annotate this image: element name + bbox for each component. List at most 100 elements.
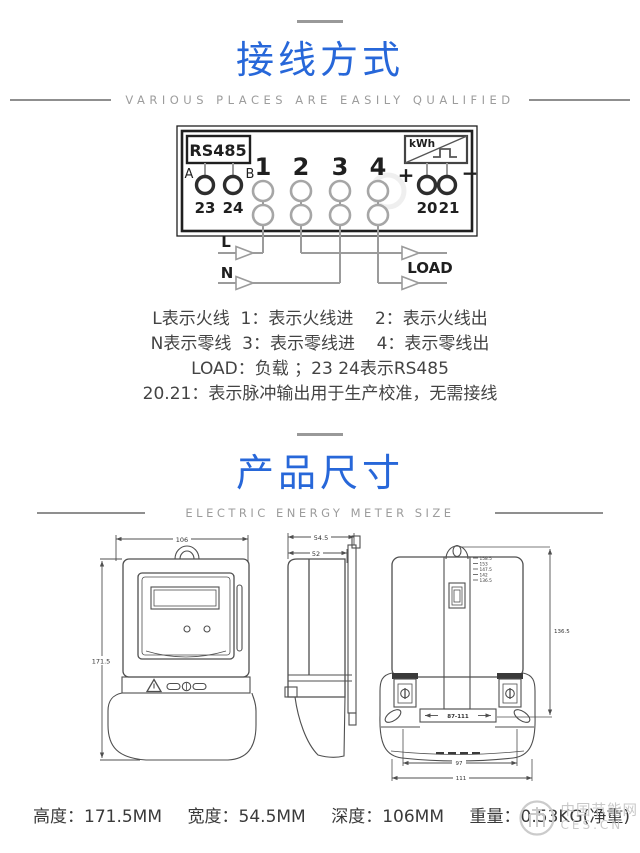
terminal-cover <box>107 692 257 761</box>
pulse-icon <box>433 148 457 158</box>
terminal-24-label: 24 <box>223 199 244 217</box>
terminal-24 <box>222 174 244 196</box>
rs485-label: RS485 <box>189 141 246 160</box>
wiring-notes: L表示火线 1：表示火线进 2：表示火线出 N表示零线 3：表示零线进 4：表示… <box>0 307 640 407</box>
divider-line <box>10 99 112 101</box>
spec-height: 高度：171.5MM <box>33 807 163 827</box>
size-section-header: 产品尺寸 ELECTRIC ENERGY METER SIZE <box>0 407 640 520</box>
neutral-label: N <box>221 264 234 282</box>
terminal-23 <box>194 174 216 196</box>
terminal-21-label: 21 <box>439 199 460 217</box>
kwh-label: kWh <box>409 138 435 150</box>
side-body <box>287 558 346 698</box>
neutral-wire <box>218 215 447 291</box>
terminal-21 <box>436 174 458 196</box>
load-out-arrow-bottom <box>401 275 422 291</box>
warning-triangle-icon <box>145 678 163 693</box>
seal-slot <box>236 584 243 652</box>
divider-line <box>528 99 631 101</box>
note-line: N表示零线 3：表示零线进 4：表示零线出 <box>150 334 490 354</box>
mounting-plate <box>347 544 357 714</box>
specs-row: 高度：171.5MM 宽度：54.5MM 深度：106MM 重量：0.53KG(… <box>0 802 640 827</box>
terminal-1-label: 1 <box>255 153 272 181</box>
wiring-subtitle: VARIOUS PLACES ARE EASILY QUALIFIED <box>125 93 515 107</box>
wiring-section-title: 接线方式 <box>235 38 404 82</box>
plate-top-tab <box>351 535 361 549</box>
rail-range-dim: 87-111 <box>447 714 469 720</box>
minus-label: − <box>462 161 479 185</box>
front-button <box>183 625 191 633</box>
hook-dim: 136.5 <box>480 578 493 584</box>
hanger-ear <box>174 545 200 560</box>
hook-dim: 142 <box>480 573 488 579</box>
front-faceplate <box>137 572 235 660</box>
watermark-domain: CES.CN <box>560 818 624 833</box>
side-depth-total-dim: 54.5 <box>314 534 328 542</box>
terminal-20-label: 20 <box>417 199 438 217</box>
mounting-ear-right <box>497 673 523 708</box>
dimension-drawings: 106 171.5 <box>89 533 570 782</box>
hook-position-ticks: 158.5 153 147.5 142 136.5 <box>473 556 492 584</box>
wiring-section-header: 接线方式 VARIOUS PLACES ARE EASILY QUALIFIED <box>0 0 640 107</box>
live-wire <box>218 215 447 261</box>
header-tick <box>297 20 343 23</box>
wing-cutout <box>513 709 531 723</box>
side-terminal-cover <box>294 696 346 758</box>
spec-weight: 重量：0.53KG(净重) <box>469 807 630 827</box>
spec-width: 宽度：54.5MM <box>187 807 306 827</box>
rs485-port: RS485 A B 23 24 <box>185 134 255 217</box>
hook-box <box>448 582 466 609</box>
side-depth-body-dim: 52 <box>312 550 320 558</box>
front-height-dim: 171.5 <box>92 658 111 666</box>
rs485-a-label: A <box>185 167 194 182</box>
side-view-drawing: 54.5 52 <box>284 533 361 758</box>
note-line: 20.21：表示脉冲输出用于生产校准，无需接线 <box>142 384 498 404</box>
note-line: LOAD：负载 ；23 24表示RS485 <box>191 359 449 379</box>
divider-line <box>494 512 603 514</box>
back-height-dim: 136.5 <box>554 629 570 635</box>
plate-bottom-tab <box>348 712 357 726</box>
front-oval-button <box>166 682 181 691</box>
load-out-arrow-top <box>401 245 422 261</box>
wing-cutout <box>384 709 402 723</box>
front-view-drawing: 106 171.5 <box>89 535 257 761</box>
kwh-pulse-output: kWh + − 20 21 <box>398 134 479 217</box>
rs485-b-label: B <box>246 167 255 182</box>
plus-label: + <box>398 163 415 187</box>
hook-dim: 158.5 <box>480 556 493 562</box>
base-width-dim: 111 <box>456 776 467 782</box>
seal-screw <box>181 681 192 692</box>
watermark-site-name: 中国节能网 <box>560 802 638 819</box>
size-subtitle: ELECTRIC ENERGY METER SIZE <box>185 506 455 520</box>
divider-line <box>37 512 146 514</box>
neutral-in-arrow <box>235 275 256 291</box>
note-line: L表示火线 1：表示火线进 2：表示火线出 <box>152 309 488 329</box>
header-tick <box>297 433 343 436</box>
mounting-ear-left <box>392 673 418 708</box>
hole-span-dim: 97 <box>456 761 463 767</box>
lcd-display <box>150 586 220 610</box>
rail-range-box: 87-111 <box>419 708 497 723</box>
watermark-logo-icon <box>518 800 555 836</box>
terminal-20 <box>416 174 438 196</box>
size-section-title: 产品尺寸 <box>235 451 404 495</box>
side-step <box>284 686 298 698</box>
hook-dim: 153 <box>480 562 488 568</box>
wiring-subtitle-row: VARIOUS PLACES ARE EASILY QUALIFIED <box>0 93 640 107</box>
wiring-diagram: L N LOAD RS485 A B 23 24 1 2 <box>176 125 479 291</box>
terminal-block-outline <box>176 125 478 237</box>
size-subtitle-row: ELECTRIC ENERGY METER SIZE <box>0 506 640 520</box>
site-watermark: 中国节能网 CES.CN <box>518 799 639 837</box>
terminal-4-label: 4 <box>370 153 387 181</box>
spec-depth: 深度：106MM <box>331 807 445 827</box>
terminal-23-label: 23 <box>195 199 216 217</box>
front-width-dim: 106 <box>176 536 188 544</box>
front-oval-button <box>192 682 207 691</box>
back-body <box>391 556 524 678</box>
live-label: L <box>221 233 231 251</box>
terminal-3-label: 3 <box>332 153 349 181</box>
back-view-drawing: 158.5 153 147.5 142 136.5 136.5 <box>379 544 570 782</box>
front-band <box>121 676 251 694</box>
load-label: LOAD <box>407 259 452 277</box>
front-button <box>203 625 211 633</box>
